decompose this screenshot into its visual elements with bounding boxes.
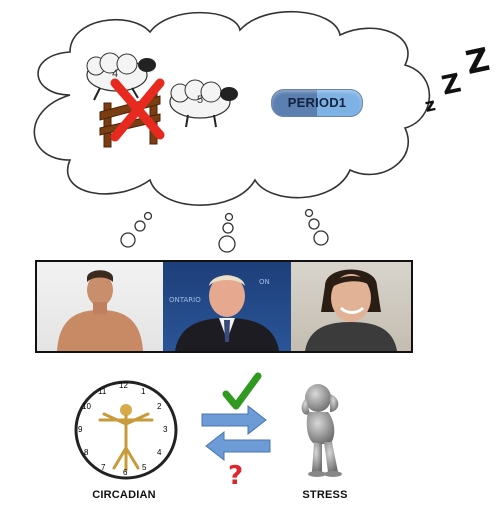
clock-number: 5 [142,463,147,472]
thought-dots [120,208,329,253]
sheep-icon [169,79,238,128]
clock-number: 9 [78,425,83,434]
pill-label: PERIOD1 [287,95,347,110]
svg-text:ONTARIO: ONTARIO [169,296,201,304]
clock-number: 3 [163,425,168,434]
man-in-suit-photo: ONTARIO ON [163,262,291,351]
svg-text:ON: ON [259,278,270,286]
question-mark-icon: ? [228,461,243,488]
clock-number: 4 [157,448,162,457]
sheep-number: 5 [197,94,204,106]
clock-number: 7 [101,463,106,472]
cross-mark-icon [110,78,165,142]
check-mark-icon [222,372,262,410]
clock-number: 8 [84,448,89,457]
vitruvian-man-icon [98,404,154,472]
photo-strip: ONTARIO ON [35,260,413,353]
clock-number: 12 [119,381,128,390]
sheep-icon [86,52,156,101]
thought-cloud [33,10,431,253]
clock-number: 11 [98,387,107,396]
clock-number: 1 [141,387,146,396]
sheep-number: 4 [112,68,119,80]
stressed-figure-icon [301,384,342,477]
shirtless-man-photo [37,262,163,351]
clock-number: 2 [157,402,162,411]
arrows-group: ? [201,372,271,488]
clock-number: 10 [82,402,91,411]
arrow-right-icon [201,404,267,436]
circadian-label: CIRCADIAN [92,489,156,501]
stress-label: STRESS [302,489,348,501]
smiling-man-photo [291,262,411,351]
clock-icon [74,380,178,480]
arrow-left-icon [205,430,271,462]
cloud-icon [33,10,431,206]
pill-icon: PERIOD1 [271,89,363,117]
clock-number: 6 [123,468,128,477]
